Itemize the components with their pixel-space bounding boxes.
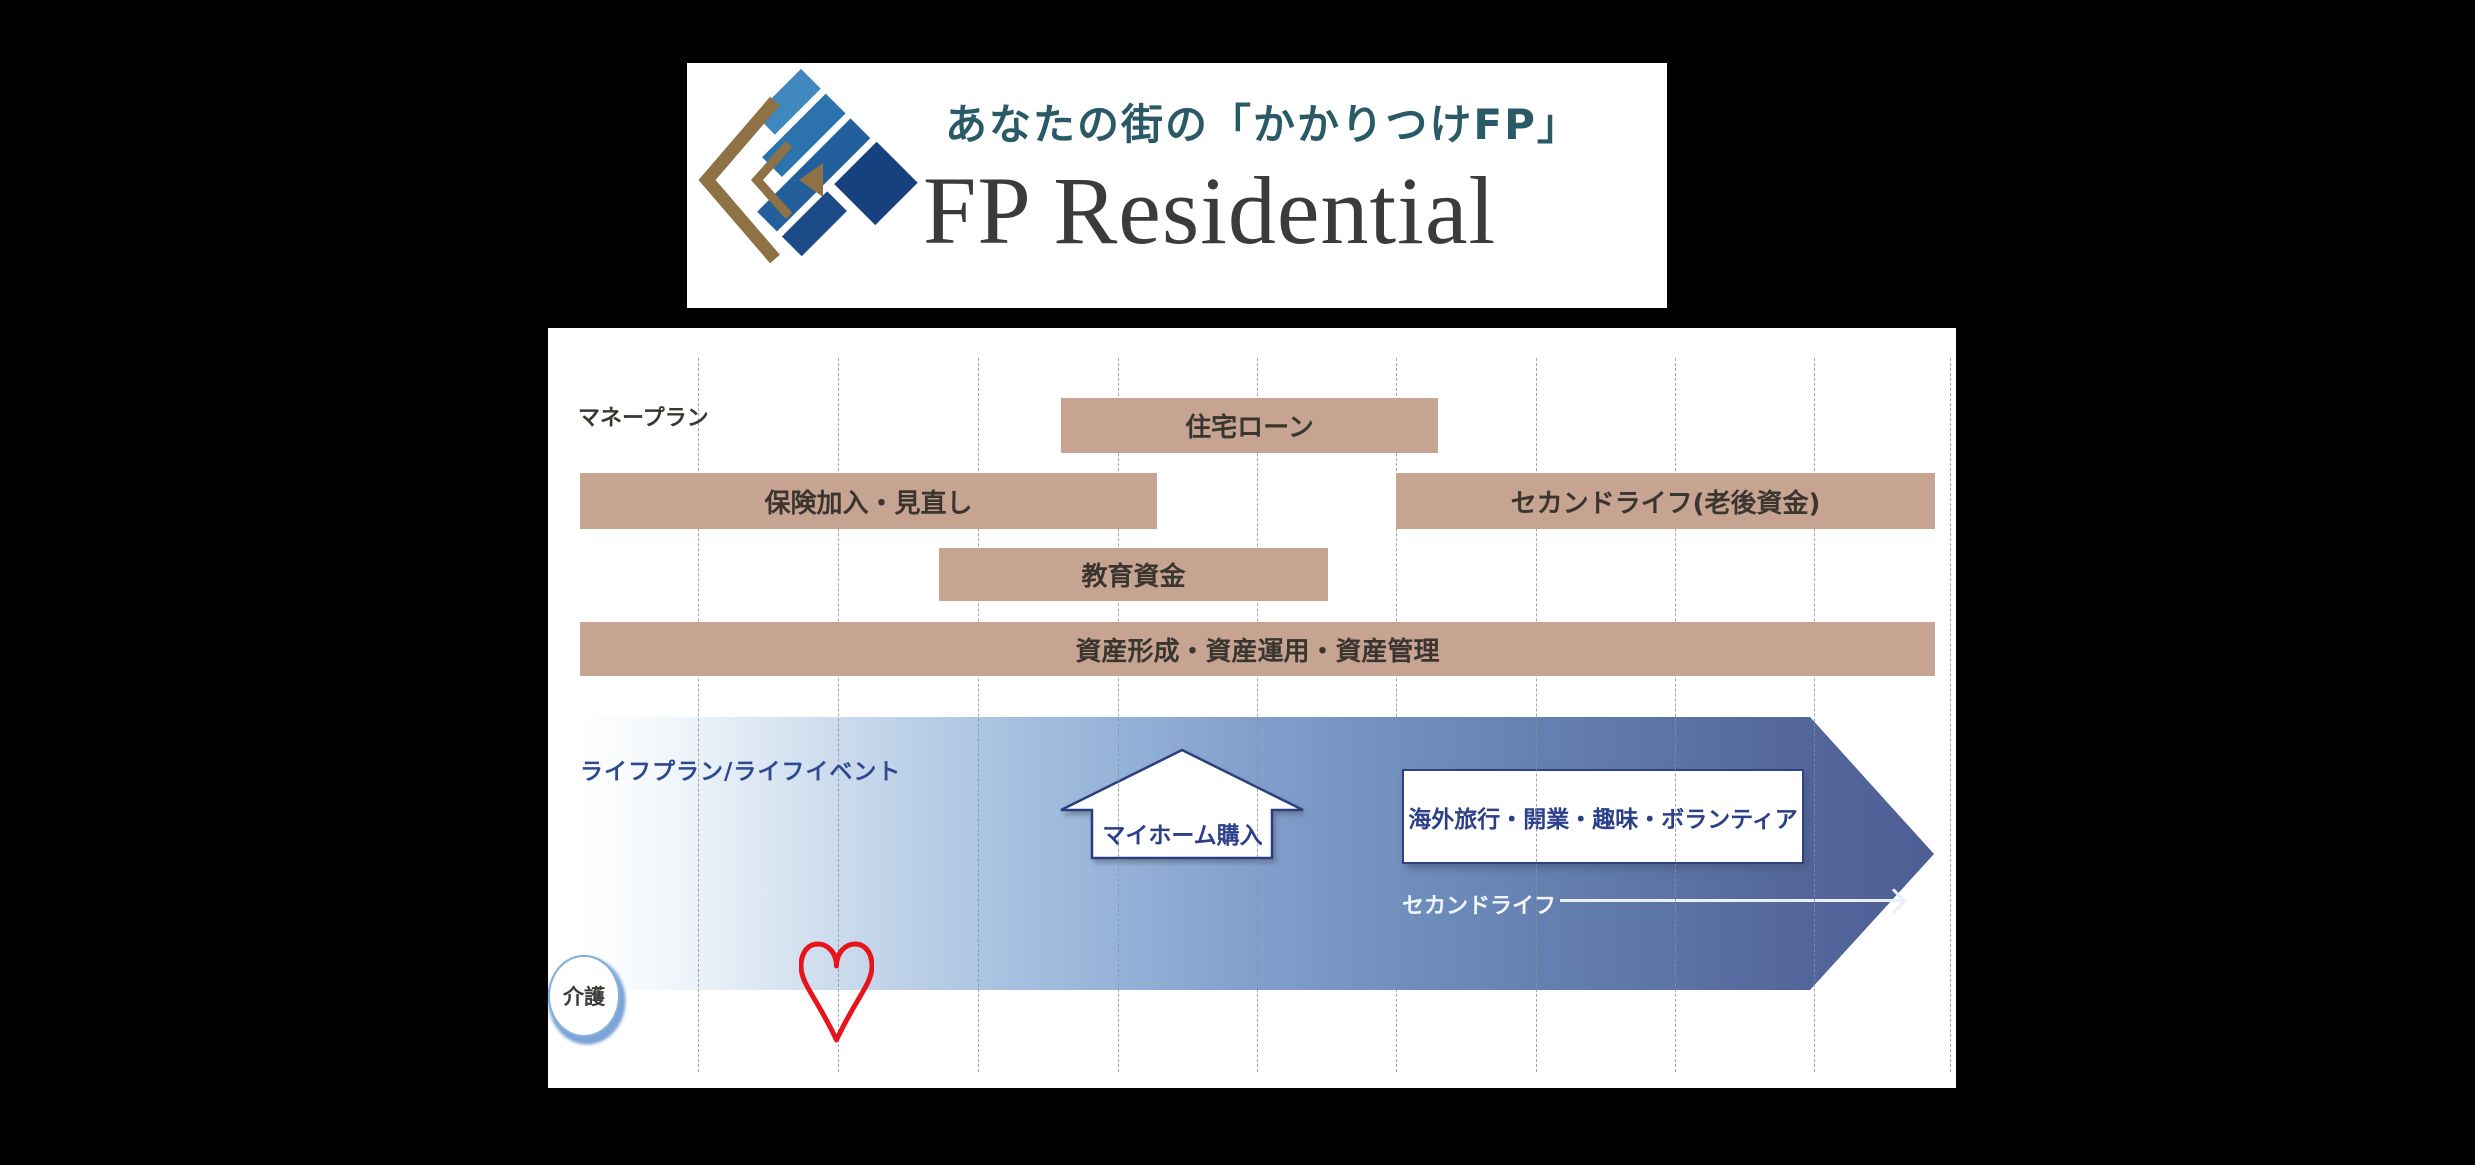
timeline-gridline <box>1814 358 1815 1072</box>
money-plan-bar-second-life-funds: セカンドライフ(老後資金) <box>1396 473 1935 529</box>
logo-tagline: あなたの街の「かかりつけFP」 <box>945 100 1581 149</box>
life-plan-section-label: ライフプラン/ライフイベント <box>580 759 902 785</box>
marriage-highlight-heart-icon <box>799 941 874 1043</box>
timeline-gridline <box>838 358 839 1072</box>
second-life-activities-box: 海外旅行・開業・趣味・ボランティア <box>1402 769 1804 864</box>
home-purchase-label: マイホーム購入 <box>1102 823 1263 849</box>
second-life-arrow <box>1560 888 1907 914</box>
timeline-gridline <box>1536 358 1537 1072</box>
brand-name: FP Residential <box>923 157 1497 264</box>
timeline-gridline <box>698 358 699 1072</box>
timeline-gridline <box>1950 358 1951 1072</box>
second-life-label: セカンドライフ <box>1402 894 1557 919</box>
timeline-gridline <box>1118 358 1119 1072</box>
timeline-gridline <box>1675 358 1676 1072</box>
lifeplan-diagram-panel: マネープラン 住宅ローン 保険加入・見直し セカンドライフ(老後資金) 教育資金… <box>548 328 1956 1088</box>
home-purchase-house-icon <box>1060 748 1304 860</box>
event-label: 介護 <box>563 985 605 1009</box>
money-plan-bar-insurance: 保険加入・見直し <box>580 473 1157 529</box>
money-plan-section-label: マネープラン <box>578 406 709 431</box>
money-plan-bar-housing-loan: 住宅ローン <box>1061 398 1438 453</box>
money-plan-bar-asset-management: 資産形成・資産運用・資産管理 <box>580 622 1935 676</box>
money-plan-bar-education-funds: 教育資金 <box>939 548 1328 601</box>
timeline-gridline <box>978 358 979 1072</box>
timeline-gridline <box>1257 358 1258 1072</box>
timeline-gridline <box>1396 358 1397 1072</box>
fp-residential-logo-icon <box>698 68 918 264</box>
logo-card: あなたの街の「かかりつけFP」 FP Residential <box>687 63 1667 308</box>
life-event-nursing-care: 介護 <box>548 955 620 1037</box>
